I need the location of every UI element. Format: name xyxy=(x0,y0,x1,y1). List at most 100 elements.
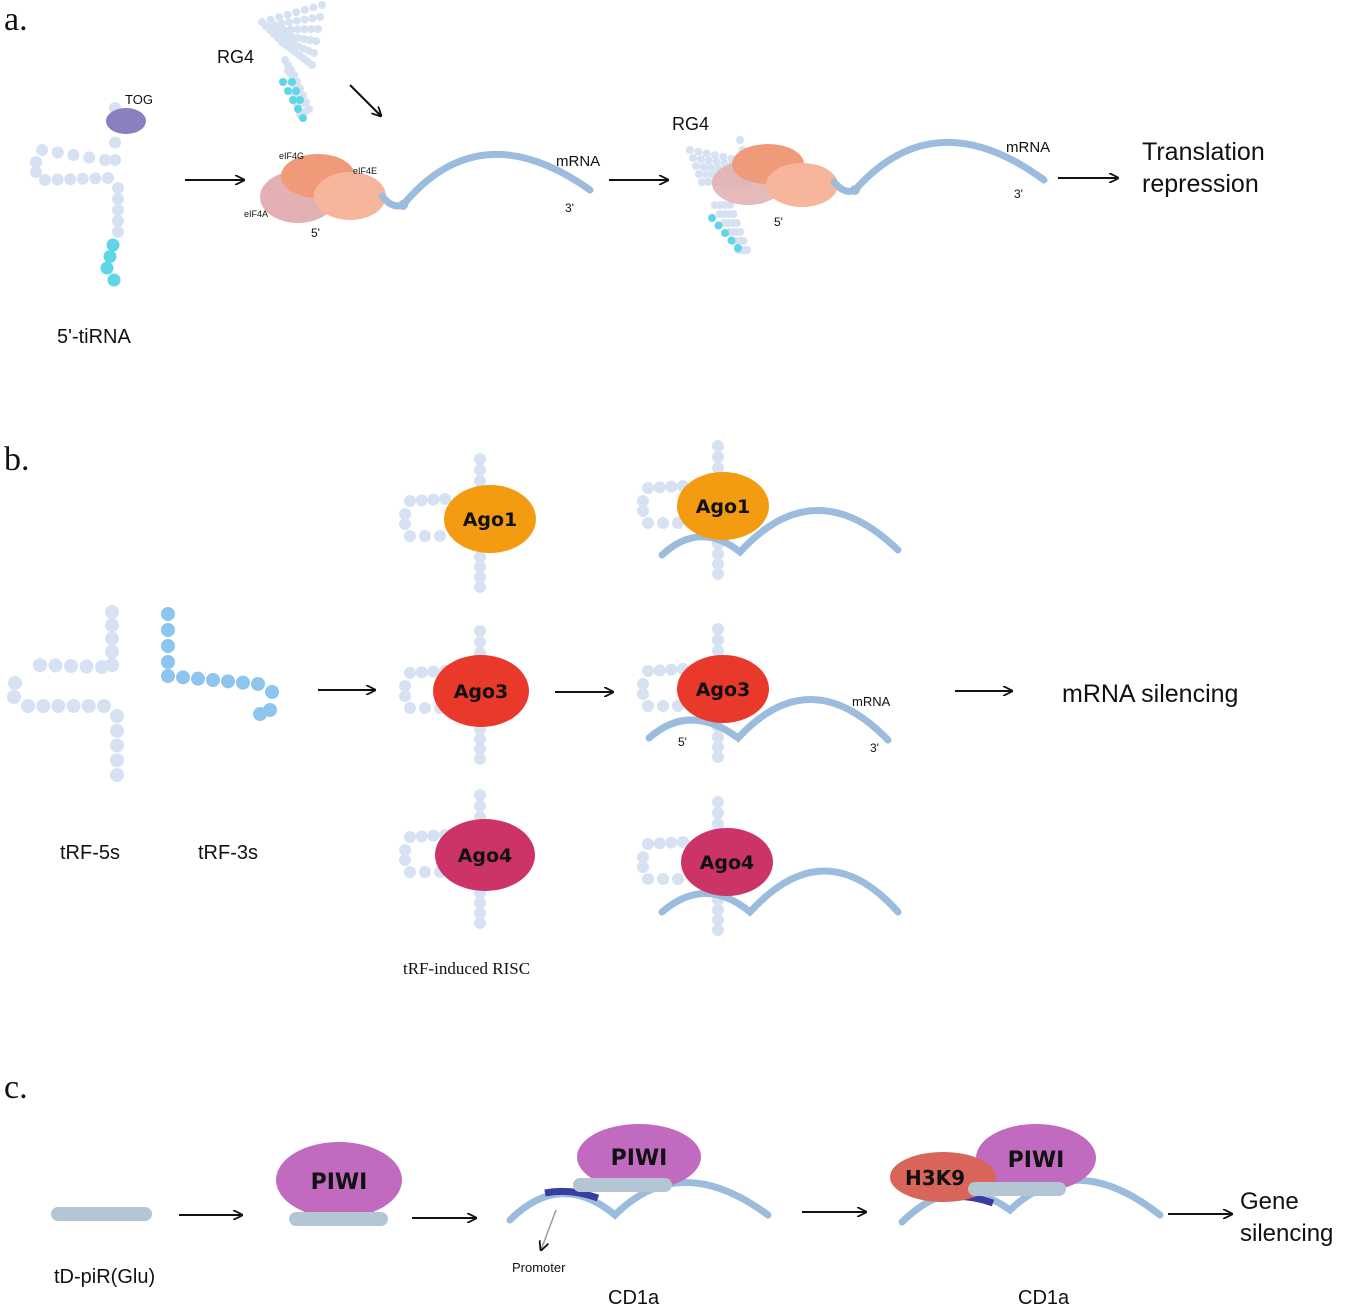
promoter-pointer xyxy=(541,1209,557,1250)
nucleotide-bead xyxy=(712,157,721,166)
nucleotide-bead xyxy=(112,193,124,205)
nucleotide-bead xyxy=(103,250,117,263)
nucleotide-bead xyxy=(288,78,296,86)
nucleotide-bead xyxy=(221,674,235,689)
nucleotide-bead xyxy=(99,154,111,166)
nucleotide-bead xyxy=(289,96,297,104)
eif4e-label: eIF4E xyxy=(353,166,377,176)
eif-complex-1 xyxy=(260,154,386,223)
nucleotide-bead xyxy=(399,508,411,520)
nucleotide-bead xyxy=(316,13,324,21)
nucleotide-bead xyxy=(66,699,81,713)
nucleotide-bead xyxy=(704,156,713,165)
nucleotide-bead xyxy=(161,607,175,621)
nucleotide-bead xyxy=(736,228,745,236)
nucleotide-bead xyxy=(404,530,416,542)
rg4-label-2: RG4 xyxy=(672,114,709,134)
panel-a-letter: a. xyxy=(4,1,28,38)
nucleotide-bead xyxy=(692,162,700,170)
nucleotide-bead xyxy=(110,753,124,768)
nucleotide-bead xyxy=(106,238,120,252)
nucleotide-bead xyxy=(8,676,22,690)
ago3-label-2: Ago3 xyxy=(696,679,751,701)
nucleotide-bead xyxy=(427,665,440,678)
nucleotide-bead xyxy=(404,831,416,843)
nucleotide-bead xyxy=(415,666,428,679)
nucleotide-bead xyxy=(292,87,300,95)
panel-c-letter: c. xyxy=(4,1069,28,1106)
nucleotide-bead xyxy=(112,204,124,216)
nucleotide-bead xyxy=(712,558,724,570)
nucleotide-bead xyxy=(399,518,411,530)
nucleotide-bead xyxy=(712,440,724,452)
nucleotide-bead xyxy=(696,155,705,164)
nucleotide-bead xyxy=(653,481,666,494)
nucleotide-bead xyxy=(474,561,486,573)
nucleotide-bead xyxy=(112,215,124,227)
nucleotide-bead xyxy=(309,3,318,12)
nucleotide-bead xyxy=(665,663,678,676)
nucleotide-bead xyxy=(642,873,654,885)
nucleotide-bead xyxy=(712,904,724,916)
eif4e-1 xyxy=(314,172,386,220)
nucleotide-bead xyxy=(161,623,175,637)
nucleotide-bead xyxy=(434,530,446,542)
nucleotide-bead xyxy=(637,851,649,863)
nucleotide-bead xyxy=(642,517,654,529)
five-prime-a2: 5' xyxy=(774,215,783,229)
nucleotide-bead xyxy=(439,493,451,505)
nucleotide-bead xyxy=(637,678,649,690)
nucleotide-bead xyxy=(110,768,124,782)
nucleotide-bead xyxy=(300,15,309,24)
nucleotide-bead xyxy=(110,738,124,753)
nucleotide-bead xyxy=(726,201,734,209)
nucleotide-bead xyxy=(294,34,302,42)
five-prime-b: 5' xyxy=(678,735,687,749)
nucleotide-bead xyxy=(112,182,124,194)
ago1-label-1: Ago1 xyxy=(463,509,518,531)
promoter-region-1 xyxy=(544,1187,600,1202)
eif4g-label: eIF4G xyxy=(279,151,304,161)
nucleotide-bead xyxy=(305,105,313,113)
nucleotide-bead xyxy=(474,733,486,745)
mrna-label-a1: mRNA xyxy=(556,153,600,170)
mrna-strand-a1 xyxy=(378,150,594,210)
nucleotide-bead xyxy=(474,907,486,919)
eif4a-label: eIF4A xyxy=(244,209,268,219)
nucleotide-bead xyxy=(102,172,114,184)
nucleotide-bead xyxy=(704,178,713,186)
nucleotide-bead xyxy=(300,5,309,14)
nucleotide-bead xyxy=(95,660,109,674)
nucleotide-bead xyxy=(110,709,124,723)
nucleotide-bead xyxy=(637,505,649,517)
nucleotide-bead xyxy=(637,688,649,700)
ago3-label-1: Ago3 xyxy=(454,681,509,703)
ago4-label-1: Ago4 xyxy=(458,845,513,867)
nucleotide-bead xyxy=(296,96,304,104)
trf3-structure xyxy=(161,607,279,721)
nucleotide-bead xyxy=(712,818,724,830)
nucleotide-bead xyxy=(308,14,317,23)
nucleotide-bead xyxy=(176,670,190,685)
nucleotide-bead xyxy=(404,866,416,878)
nucleotide-bead xyxy=(404,495,416,507)
nucleotide-bead xyxy=(739,237,748,245)
nucleotide-bead xyxy=(712,807,724,819)
nucleotide-bead xyxy=(657,700,669,712)
nucleotide-bead xyxy=(161,639,175,653)
mrna-strand-b3 xyxy=(658,867,902,917)
gene-silencing-line1: Gene xyxy=(1240,1188,1299,1215)
nucleotide-bead xyxy=(642,665,654,677)
nucleotide-bead xyxy=(474,571,486,583)
nucleotide-bead xyxy=(265,685,279,699)
nucleotide-bead xyxy=(236,675,250,690)
nucleotide-bead xyxy=(672,700,684,712)
nucleotide-bead xyxy=(30,156,42,168)
nucleotide-bead xyxy=(427,829,440,842)
nucleotide-bead xyxy=(729,210,738,218)
piwi-protein-3 xyxy=(976,1124,1096,1192)
nucleotide-bead xyxy=(653,664,666,677)
nucleotide-bead xyxy=(284,87,292,95)
nucleotide-bead xyxy=(76,172,89,185)
